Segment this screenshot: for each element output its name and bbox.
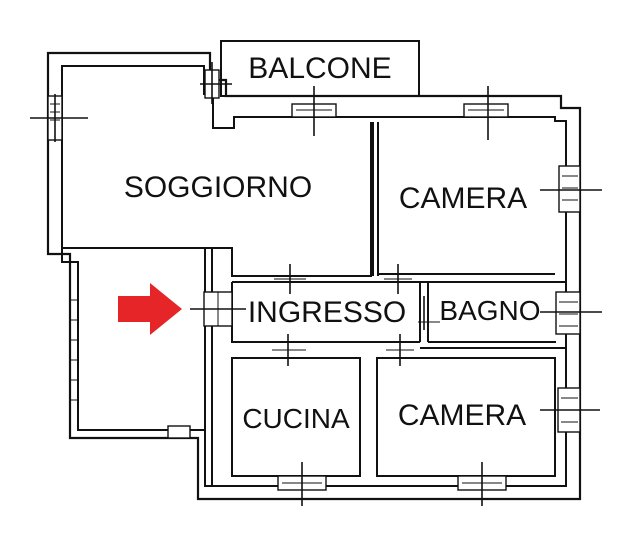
soggiorno-bottom-wall bbox=[62, 247, 206, 262]
door-soggiorno-ingresso bbox=[274, 264, 306, 294]
window-soggiorno-left bbox=[30, 94, 88, 142]
door-cucina bbox=[272, 334, 306, 366]
window-balcone-door bbox=[200, 62, 232, 104]
stair-hatching bbox=[70, 299, 78, 401]
label-bagno: BAGNO bbox=[439, 295, 540, 326]
door-bagno bbox=[418, 296, 440, 330]
label-camera-bottom: CAMERA bbox=[398, 399, 526, 432]
label-balcone: BALCONE bbox=[248, 52, 391, 85]
arrow-right-icon bbox=[118, 283, 182, 335]
window-camera-right bbox=[540, 165, 602, 213]
label-ingresso: INGRESSO bbox=[248, 296, 406, 329]
window-camera-top bbox=[463, 86, 509, 140]
soggiorno-ingresso-wall bbox=[205, 247, 372, 277]
door-camera-bottom bbox=[386, 334, 414, 366]
label-soggiorno: SOGGIORNO bbox=[124, 171, 312, 204]
label-camera-top: CAMERA bbox=[399, 182, 527, 215]
window-camera-bottom-right bbox=[540, 387, 600, 433]
window-bagno-right bbox=[540, 291, 602, 335]
window-soggiorno-top bbox=[291, 86, 337, 136]
door-ingresso-entry bbox=[190, 291, 246, 327]
door-left-room bbox=[167, 425, 191, 439]
door-camera-ingresso bbox=[384, 264, 412, 294]
label-cucina: CUCINA bbox=[242, 403, 350, 434]
window-camera-bottom bbox=[457, 462, 507, 506]
window-cucina-bottom bbox=[277, 462, 327, 506]
